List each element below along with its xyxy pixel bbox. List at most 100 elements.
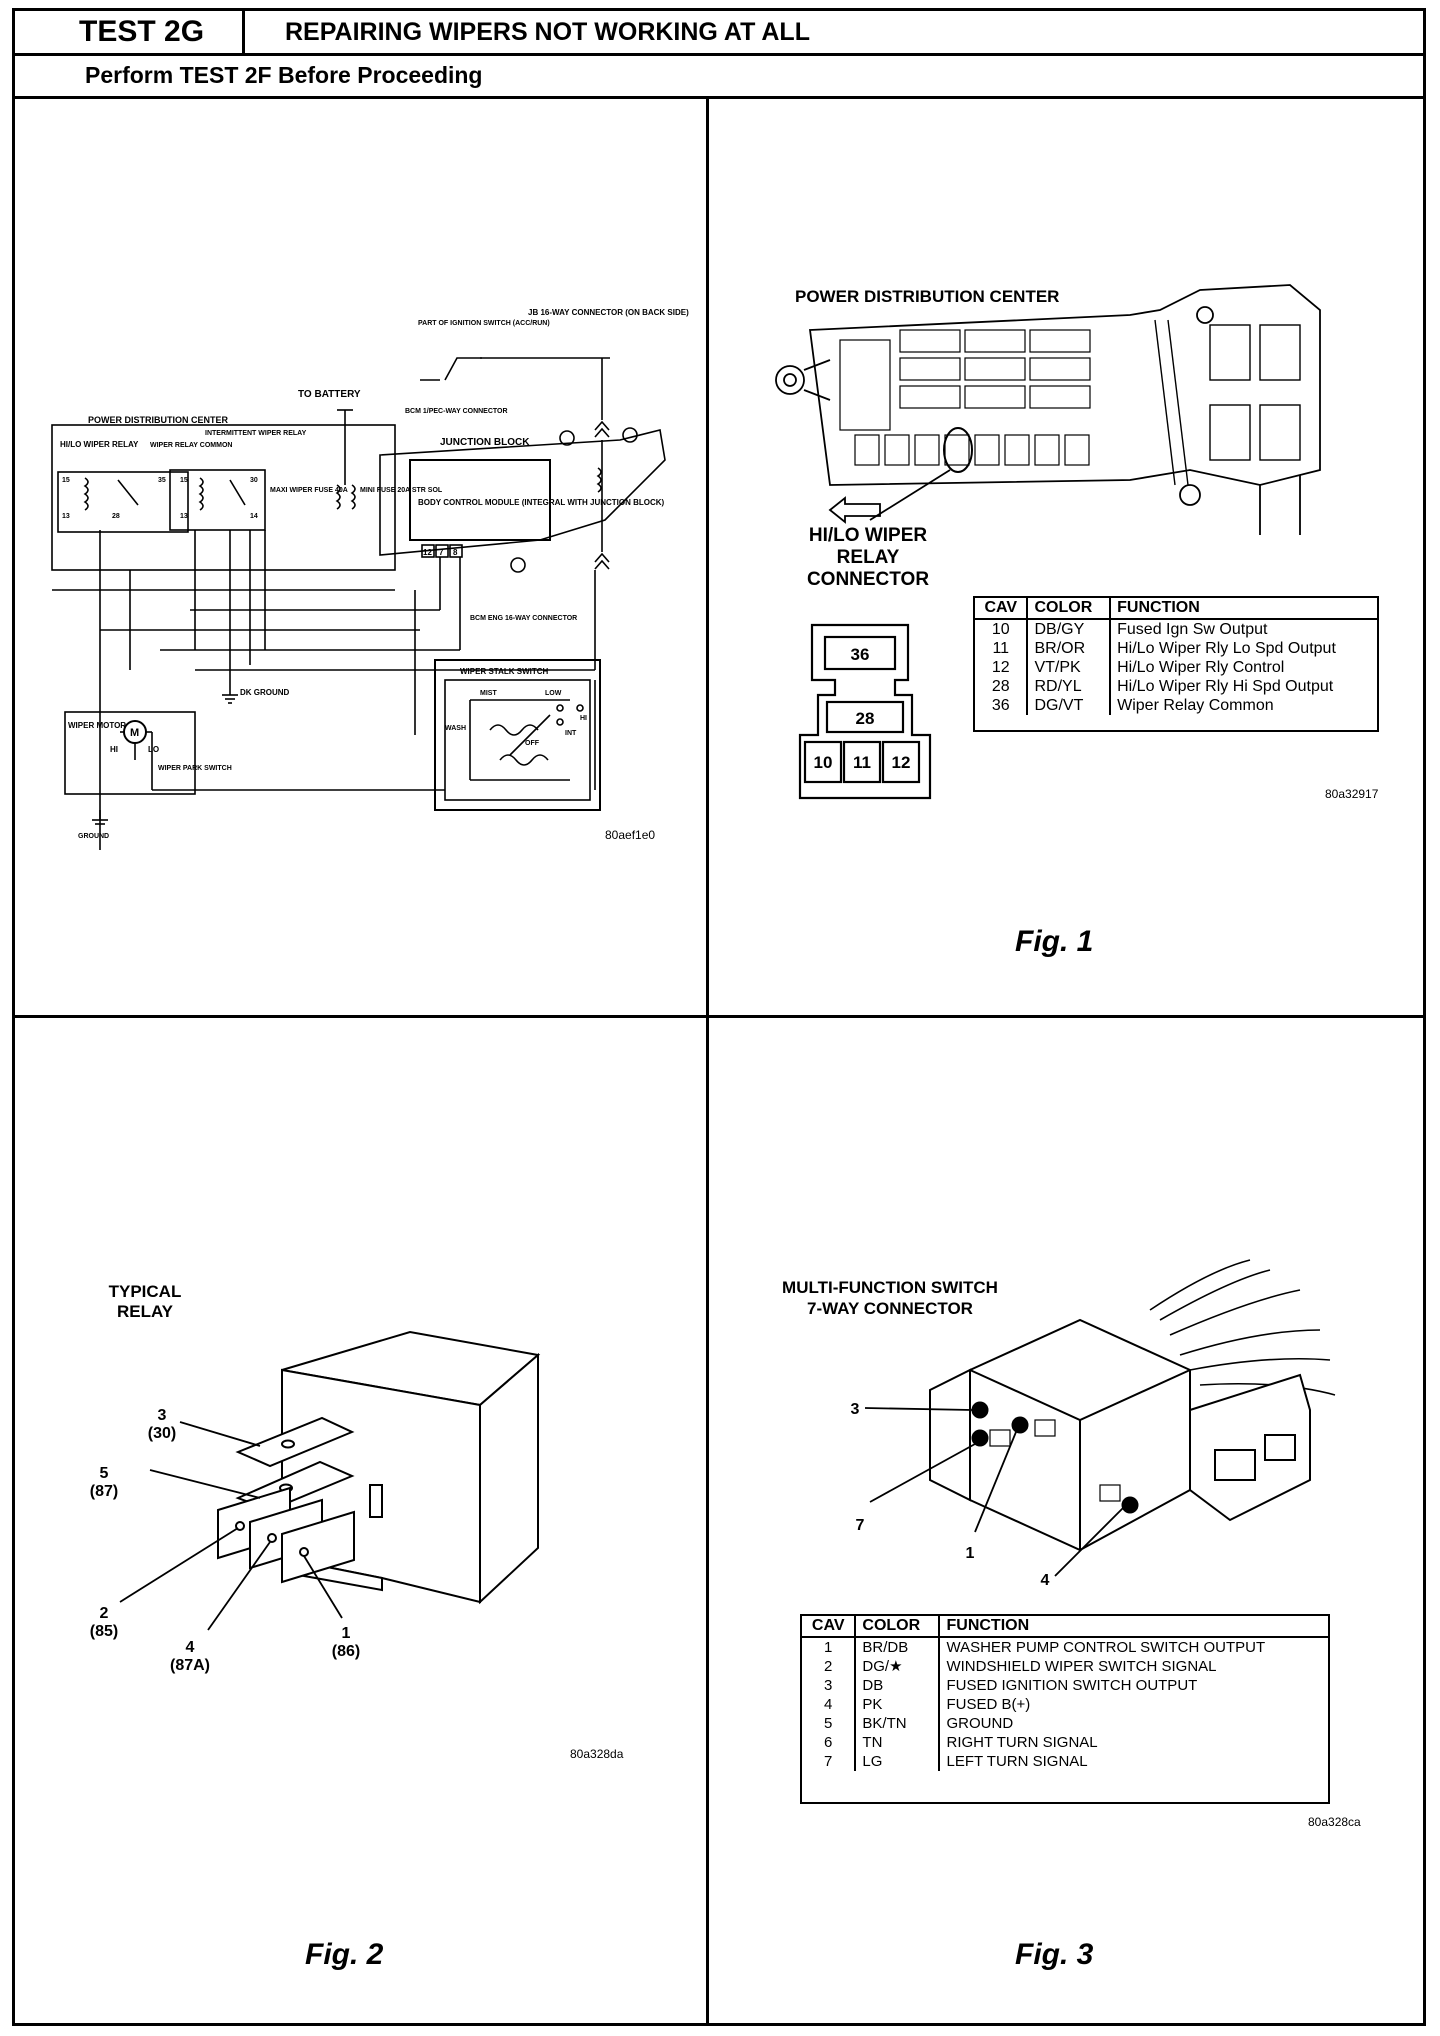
mist-label: MIST (480, 690, 497, 697)
terminal-alt: (85) (90, 1623, 118, 1640)
cavity-label: 10 (814, 753, 833, 772)
cell-function: LEFT TURN SIGNAL (946, 1753, 1088, 1770)
cell-function: Wiper Relay Common (1117, 697, 1274, 714)
cell-cav: 12 (975, 658, 1029, 677)
mini-fuse-label: MINI FUSE 20A STR SOL (360, 487, 443, 494)
off-label: OFF (525, 740, 540, 747)
cell-color: DB/GY (1027, 619, 1112, 639)
cell-function: GROUND (946, 1715, 1014, 1732)
cell-cav: 7 (802, 1752, 857, 1771)
cell-color: BK/TN (855, 1714, 941, 1733)
mfs-title: MULTI-FUNCTION SWITCH 7-WAY CONNECTOR (760, 1277, 1020, 1319)
header-function: FUNCTION (1110, 598, 1377, 620)
int-label: INT (565, 730, 577, 737)
terminal-alt: (86) (332, 1643, 360, 1660)
wiper-relay-common-label: WIPER RELAY COMMON (150, 442, 232, 449)
mfs-connector-illustration: 3 7 1 4 (851, 1259, 1336, 1589)
callout-label: 7 (856, 1517, 865, 1534)
callout-label: 1 (966, 1545, 975, 1562)
park-switch-label: WIPER PARK SWITCH (158, 765, 232, 772)
fig2-code: 80a328da (570, 1747, 624, 1761)
cell-color: VT/PK (1027, 658, 1112, 677)
cell-function: RIGHT TURN SIGNAL (946, 1734, 1098, 1751)
terminal-alt: (87A) (170, 1657, 210, 1674)
pdc-box (51, 424, 396, 571)
subtitle-bar: Perform TEST 2F Before Proceeding (12, 53, 1426, 99)
terminal-alt: (87) (90, 1483, 118, 1500)
cell-color: DB (855, 1676, 941, 1695)
cell-color: BR/DB (855, 1637, 941, 1657)
wiper-motor-label: WIPER MOTOR (68, 721, 126, 730)
connector-label-text: HI/LO WIPER RELAY CONNECTOR (806, 525, 930, 590)
subtitle: Perform TEST 2F Before Proceeding (85, 62, 483, 88)
ground-dk-label: DK GROUND (240, 688, 290, 697)
pin-label: 13 (180, 513, 188, 520)
cell-cav: 6 (802, 1733, 857, 1752)
cell-cav: 10 (975, 619, 1029, 639)
terminal-num: 1 (342, 1625, 351, 1642)
pin-label: 12 (423, 548, 432, 557)
pin-label: 14 (250, 513, 258, 520)
cell-cav: 2 (802, 1657, 857, 1676)
header-cav: CAV (975, 598, 1029, 620)
pin-label: 28 (112, 513, 120, 520)
intermittent-relay-label: INTERMITTENT WIPER RELAY (205, 430, 307, 437)
typical-relay-title: TYPICAL RELAY (95, 1282, 195, 1322)
pin-label: 35 (158, 477, 166, 484)
junction-block-label: JUNCTION BLOCK (440, 437, 530, 448)
pin-label: 30 (250, 477, 258, 484)
test-id: TEST 2G (15, 11, 245, 53)
cell-cav: 28 (975, 677, 1029, 696)
fig2-caption: Fig. 2 (305, 1938, 384, 1971)
header-function: FUNCTION (939, 1616, 1328, 1638)
cell-color: DG/VT (1027, 696, 1112, 715)
cavity-label: 11 (853, 753, 871, 772)
table-header-row: CAV COLOR FUNCTION (975, 598, 1377, 620)
fig3-caption: Fig. 3 (1015, 1938, 1094, 1971)
wiring-schematic: POWER DISTRIBUTION CENTER HI/LO WIPER RE… (51, 308, 689, 850)
maxi-fuse-label: MAXI WIPER FUSE 40A (270, 487, 348, 494)
header-color: COLOR (855, 1616, 941, 1638)
cell-function: WASHER PUMP CONTROL SWITCH OUTPUT (946, 1639, 1266, 1656)
pdc-label: POWER DISTRIBUTION CENTER (88, 415, 229, 425)
terminal-num: 2 (100, 1605, 109, 1622)
cell-color: LG (855, 1752, 941, 1771)
hi-sw-label: HI (580, 715, 587, 722)
motor-hi-label: HI (110, 745, 118, 754)
header-color: COLOR (1027, 598, 1112, 620)
relay-connector-cavities: 36 28 10 11 12 (798, 623, 932, 800)
terminal-alt: (30) (148, 1425, 176, 1442)
mfs-title-line1: MULTI-FUNCTION SWITCH (782, 1278, 998, 1297)
fig3-code: 80a328ca (1308, 1815, 1361, 1829)
connector-label: HI/LO WIPER RELAY CONNECTOR (798, 525, 938, 591)
cell-function: Fused Ign Sw Output (1117, 621, 1268, 638)
motor-symbol: M (130, 727, 139, 739)
header-cav: CAV (802, 1616, 857, 1638)
cell-color: BR/OR (1027, 639, 1112, 658)
motor-lo-label: LO (148, 745, 159, 754)
terminal-num: 4 (186, 1639, 195, 1656)
ign-switch-label: PART OF IGNITION SWITCH (ACC/RUN) (418, 320, 550, 327)
pin-label: 8 (453, 548, 458, 557)
cavity-label: 36 (851, 645, 870, 664)
table-header-row: CAV COLOR FUNCTION (802, 1616, 1328, 1638)
mfs-title-line2: 7-WAY CONNECTOR (807, 1299, 973, 1318)
cell-function: Hi/Lo Wiper Rly Lo Spd Output (1117, 640, 1336, 657)
cavity-label: 12 (892, 753, 911, 772)
cell-color: RD/YL (1027, 677, 1112, 696)
pin-label: 7 (439, 548, 444, 557)
cell-cav: 1 (802, 1637, 857, 1657)
pin-label: 13 (62, 513, 70, 520)
